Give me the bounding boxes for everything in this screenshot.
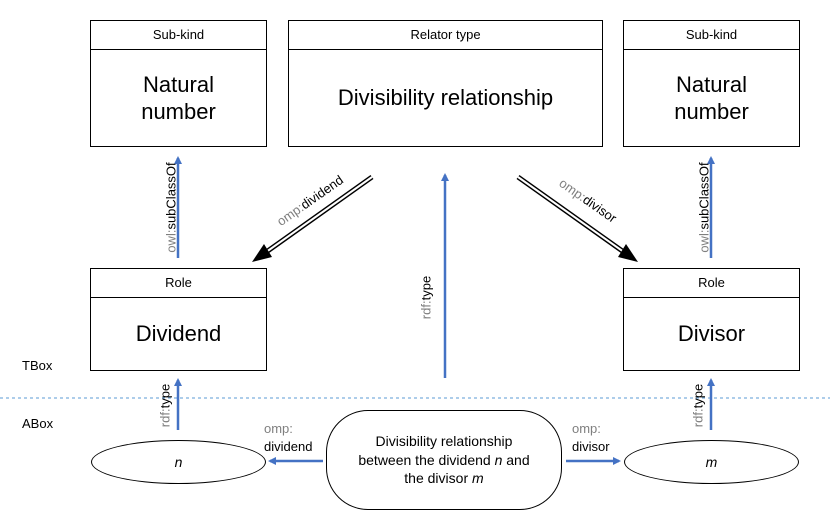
divisor-diag-arrow	[516, 174, 638, 262]
dividend-diag-arrow	[252, 174, 374, 262]
box-label-line2: number	[141, 99, 216, 124]
divisor-role-box: Role Divisor	[623, 268, 800, 371]
divisor-abox-label: omp: divisor	[572, 421, 610, 454]
box-header: Sub-kind	[91, 21, 266, 50]
box-header: Relator type	[289, 21, 602, 50]
type-right-label: rdf:type	[690, 383, 706, 428]
relator-instance: Divisibility relationship between the di…	[326, 410, 562, 510]
type-left-label: rdf:type	[157, 383, 173, 428]
dividend-role-box: Role Dividend	[90, 268, 267, 371]
box-header: Sub-kind	[624, 21, 799, 50]
individual-n: n	[91, 440, 266, 484]
box-label: Divisibility relationship	[337, 85, 554, 111]
abox-label: ABox	[22, 416, 54, 431]
relator-type-box: Relator type Divisibility relationship	[288, 20, 603, 147]
individual-m: m	[624, 440, 799, 484]
box-label-line1: Natural	[143, 71, 214, 97]
box-header: Role	[624, 269, 799, 298]
subclass-left-label: owl:subClassOf	[163, 162, 179, 253]
tbox-label: TBox	[22, 358, 53, 373]
dividend-abox-label: omp: dividend	[264, 421, 313, 454]
box-label: Dividend	[135, 321, 222, 347]
box-header: Role	[91, 269, 266, 298]
box-label-line2: number	[674, 99, 749, 124]
subclass-right-label: owl:subClassOf	[696, 162, 712, 253]
natural-number-left-box: Sub-kind Natural number	[90, 20, 267, 147]
box-label: Divisor	[677, 321, 746, 347]
natural-number-right-box: Sub-kind Natural number	[623, 20, 800, 147]
box-label-line1: Natural	[676, 71, 747, 97]
type-center-label: rdf:type	[418, 275, 434, 320]
